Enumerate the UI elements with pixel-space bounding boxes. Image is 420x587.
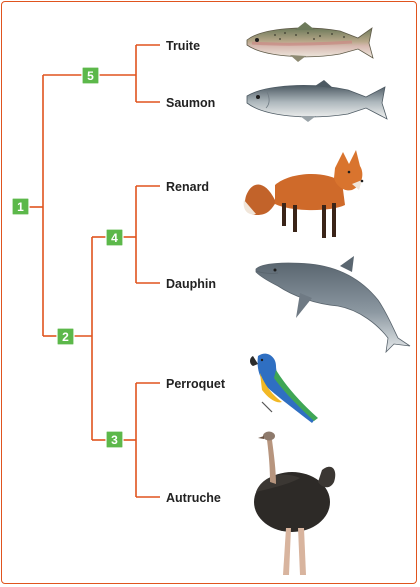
node-4-label: 4 (111, 231, 118, 245)
node-4: 4 (106, 229, 123, 246)
ostrich-icon (254, 432, 335, 576)
node-5-label: 5 (87, 69, 94, 83)
tree-branches (29, 45, 160, 497)
leaf-label-dauphin: Dauphin (166, 277, 216, 291)
leaf-label-truite: Truite (166, 39, 200, 53)
dolphin-icon (256, 256, 410, 352)
fox-icon (244, 150, 364, 238)
node-1: 1 (12, 198, 29, 215)
node-3: 3 (106, 431, 123, 448)
salmon-icon (247, 80, 387, 122)
trout-icon (247, 22, 373, 62)
node-5: 5 (82, 67, 99, 84)
node-1-label: 1 (17, 200, 24, 214)
node-3-label: 3 (111, 433, 118, 447)
node-2-label: 2 (62, 330, 69, 344)
parrot-icon (250, 354, 318, 423)
leaf-label-perroquet: Perroquet (166, 377, 226, 391)
leaf-label-saumon: Saumon (166, 96, 215, 110)
leaf-label-autruche: Autruche (166, 491, 221, 505)
node-2: 2 (57, 328, 74, 345)
leaf-label-renard: Renard (166, 180, 209, 194)
